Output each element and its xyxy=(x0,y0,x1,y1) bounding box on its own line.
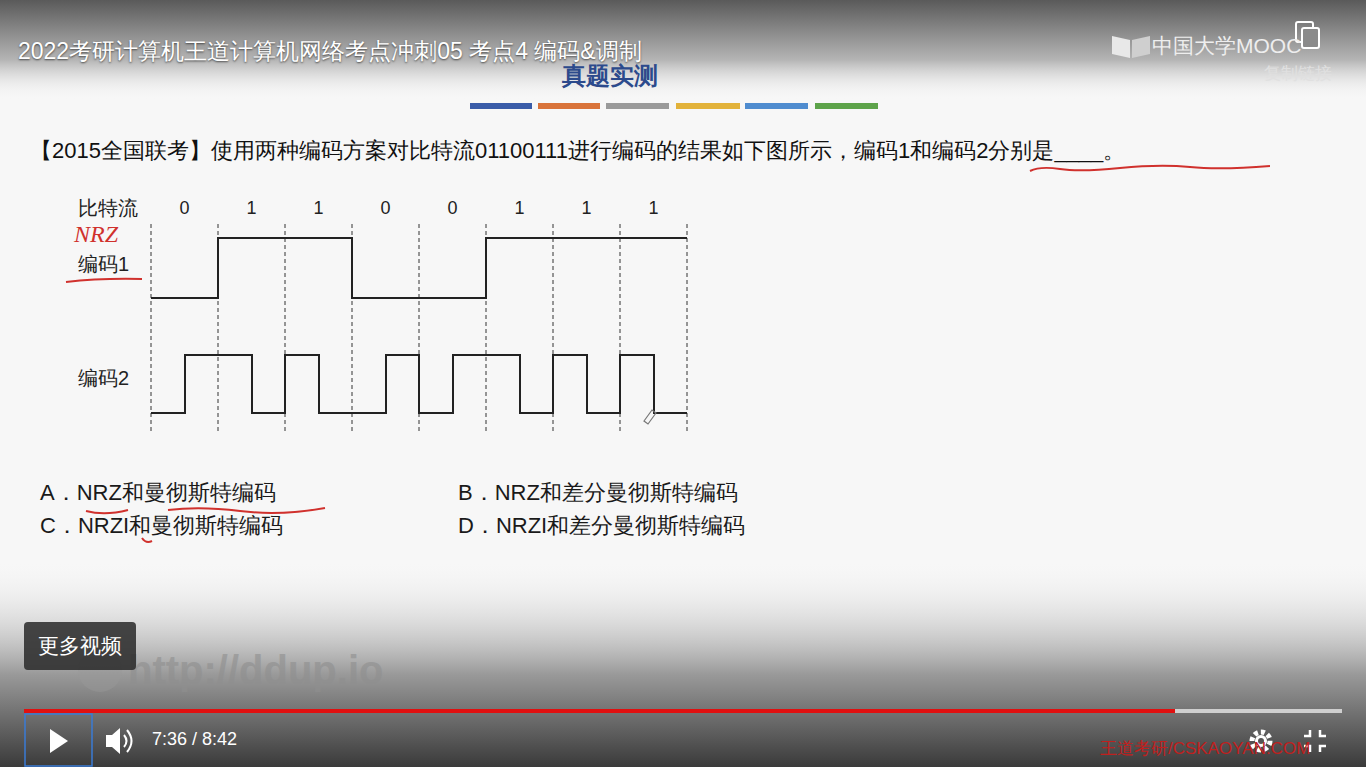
bottom-shade xyxy=(0,560,1366,767)
bit-value: 1 xyxy=(505,198,535,220)
red-annotation xyxy=(168,508,325,513)
question-text: 【2015全国联考】使用两种编码方案对比特流01100111进行编码的结果如下图… xyxy=(30,138,1125,164)
bit-boundary xyxy=(151,224,687,433)
manchester-waveform xyxy=(151,355,687,413)
button-label: 更多视频 xyxy=(38,633,122,658)
watermark: http://ddup.io xyxy=(128,646,383,694)
color-bar xyxy=(470,103,878,109)
brand-name: 中国大学MOOC xyxy=(1152,33,1301,58)
slide-heading: 真题实测 xyxy=(562,62,658,91)
answer-option: A．NRZ和曼彻斯特编码 xyxy=(40,480,276,506)
answer-option: D．NRZI和差分曼彻斯特编码 xyxy=(458,513,745,539)
answer-option: C．NRZI和曼彻斯特编码 xyxy=(40,513,283,539)
answer-option: B．NRZ和差分曼彻斯特编码 xyxy=(458,480,738,506)
copy-link: 复制链接 xyxy=(1264,64,1332,84)
nrzi-waveform xyxy=(151,238,687,298)
bit-value: 1 xyxy=(639,198,669,220)
more-videos-button: 更多视频 xyxy=(24,622,136,670)
row-label: 编码2 xyxy=(78,366,129,390)
row-label: 编码1 xyxy=(78,252,129,276)
mooc-logo xyxy=(1112,36,1150,58)
bit-value: 1 xyxy=(304,198,334,220)
watermark: 王道考研/CSKAOYAN.COM xyxy=(1100,739,1310,759)
bit-value: 1 xyxy=(237,198,267,220)
bit-value: 0 xyxy=(438,198,468,220)
red-annotation xyxy=(66,279,142,282)
bit-value: 1 xyxy=(572,198,602,220)
row-label: 比特流 xyxy=(78,196,138,220)
pen-cursor xyxy=(644,410,656,424)
top-shade xyxy=(0,0,1366,100)
progress-track xyxy=(24,709,1342,713)
video-title: 2022考研计算机王道计算机网络考点冲刺05 考点4 编码&调制 xyxy=(18,38,642,66)
progress-played xyxy=(24,709,1175,713)
volume-icon xyxy=(106,728,132,754)
bit-value: 0 xyxy=(371,198,401,220)
handwritten-note: NRZ xyxy=(74,220,118,249)
focus-outline xyxy=(25,714,92,766)
red-annotation xyxy=(142,538,152,542)
red-annotation xyxy=(86,510,128,513)
play-icon xyxy=(50,729,68,753)
red-annotation xyxy=(1030,166,1270,171)
time-display: 7:36 / 8:42 xyxy=(152,729,237,751)
bit-value: 0 xyxy=(170,198,200,220)
